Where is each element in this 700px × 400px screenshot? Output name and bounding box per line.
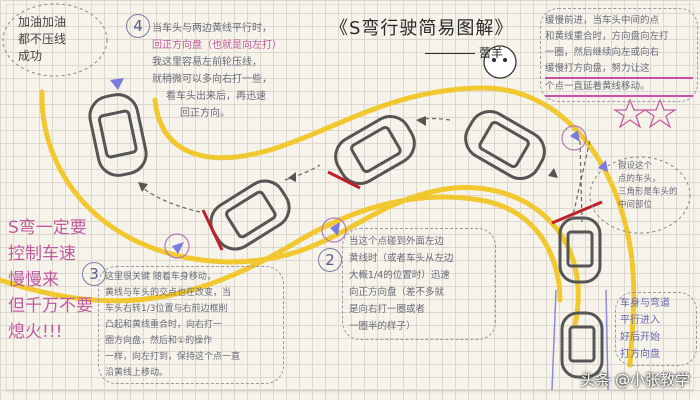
note-line: 当这个点碰到外面左边 bbox=[349, 236, 445, 247]
note-line: 向正方向盘（差不多就 bbox=[349, 287, 445, 298]
note-line: 就稍微可以多向右打一些， bbox=[152, 74, 272, 85]
note-line: 车身与弯道 bbox=[620, 298, 670, 309]
car-icon bbox=[464, 110, 546, 180]
warning-line: 慢慢来 bbox=[8, 270, 59, 290]
note-line: 看车头出来后，再迅速 bbox=[166, 91, 266, 102]
bubble-line: 都不压线 bbox=[18, 32, 67, 46]
note-line: 是向右打一圈或者 bbox=[349, 304, 426, 315]
note-line: 沿黄线上移动。 bbox=[105, 368, 169, 378]
author-signature: 蕾羊 bbox=[425, 44, 503, 61]
note-line: 点的车头， bbox=[618, 174, 661, 184]
note-line: 凸起和黄线重合时，向右打一 bbox=[105, 320, 223, 330]
cars bbox=[88, 93, 604, 379]
note-line: 一样，向左打到，保持这个点一直 bbox=[105, 352, 241, 362]
note-line: 假设这个 bbox=[618, 161, 653, 171]
note-line: 缓慢打方向盘，努力让这 bbox=[545, 61, 693, 79]
watermark: 头条 @小张教学 bbox=[580, 371, 690, 389]
car-icon bbox=[334, 115, 416, 185]
note-line: 黄线时（或者车头从左边 bbox=[349, 253, 454, 264]
note-line: 一圈，然后继续向左或向右 bbox=[545, 47, 660, 58]
car-icon bbox=[558, 216, 602, 284]
lower-inner-edge bbox=[0, 194, 563, 304]
car-icon bbox=[209, 179, 291, 251]
warning-line: 控制车速 bbox=[8, 244, 76, 264]
warning-line: 熄火!!! bbox=[8, 322, 63, 342]
car-icon bbox=[560, 311, 604, 379]
step-2-note: 当这个点碰到外面左边 黄线时（或者车头从左边 大概1/4的位置时）迅速 向正方向… bbox=[342, 228, 496, 340]
markers bbox=[110, 78, 608, 254]
star-doodles bbox=[613, 98, 677, 129]
step-4-note: 当车头与两边黄线平行时， 回正方向盘（也就是向左打） 我这里容易左前轮压线， 就… bbox=[152, 20, 332, 122]
note-line: 当车头与两边黄线平行时， bbox=[152, 23, 272, 34]
note-line: 车头右转1/3位置与右前边框削 bbox=[105, 304, 228, 314]
bubble-line: 成功 bbox=[18, 49, 43, 63]
marker-circles bbox=[164, 125, 587, 259]
note-line: 缓慢前进，当车头中间的点 bbox=[545, 15, 660, 26]
arrow-heads bbox=[138, 116, 558, 192]
car-icon bbox=[88, 93, 148, 177]
note-line: 打方向盘 bbox=[620, 349, 660, 360]
speed-warning-note: S弯一定要 控制车速 慢慢来 但千万不要 熄火!!! bbox=[8, 215, 98, 345]
warning-line: 但千万不要 bbox=[8, 296, 93, 316]
note-line: 黄线与车头的交点也在改变，当 bbox=[105, 288, 232, 298]
note-line: 三角形是车头的 bbox=[618, 187, 678, 197]
inner-road-edge bbox=[152, 85, 637, 368]
enter-parallel-note: 车身与弯道 平行进入 好后开始 打方向盘 bbox=[615, 292, 697, 366]
note-line: 我这里容易左前轮压线， bbox=[152, 57, 262, 68]
note-line: 这里很关键 随着车身移动， bbox=[105, 272, 216, 282]
note-clouds bbox=[2, 3, 691, 234]
bubble-line: 加油加油 bbox=[18, 15, 67, 29]
note-line: 圈方向盘，然后和①的操作 bbox=[105, 336, 213, 346]
step-3-note: 这里很关键 随着车身移动， 黄线与车头的交点也在改变，当 车头右转1/3位置与右… bbox=[98, 266, 284, 384]
note-line: 大概1/4的位置时）迅速 bbox=[349, 270, 450, 281]
step-number-4: 4 bbox=[126, 14, 150, 38]
lane-markings bbox=[551, 289, 609, 391]
note-line: 中间部位 bbox=[618, 200, 653, 210]
note-line: 回正方向盘（也就是向左打） bbox=[152, 40, 282, 51]
note-line: 和黄线重合时，方向盘向左打 bbox=[545, 31, 669, 42]
warning-line: S弯一定要 bbox=[8, 218, 87, 238]
assumed-point-note: 假设这个 点的车头， 三角形是车头的 中间部位 bbox=[618, 160, 688, 212]
note-line: 回正方向。 bbox=[180, 108, 230, 119]
page-title: 《S弯行驶简易图解》 bbox=[330, 18, 514, 39]
note-line: 一圈半的样子） bbox=[349, 321, 416, 332]
step-1-note: 缓慢前进，当车头中间的点 和黄线重合时，方向盘向左打 一圈，然后继续向左或向右 … bbox=[540, 8, 698, 102]
step-number-2: 2 bbox=[318, 248, 342, 272]
encouragement-bubble: 加油加油 都不压线 成功 bbox=[18, 14, 93, 65]
note-line: 好后开始 bbox=[620, 332, 660, 343]
reference-lines bbox=[201, 170, 603, 251]
note-line: 个点一直延着黄线移动。 bbox=[545, 79, 693, 97]
note-line: 平行进入 bbox=[620, 315, 660, 326]
